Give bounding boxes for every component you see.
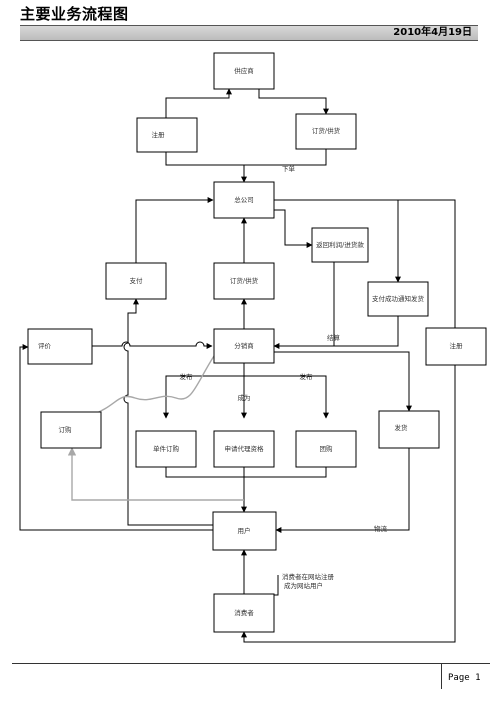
node-pay: 支付 — [105, 262, 167, 300]
edge-label-publish-left: 发布 — [180, 372, 194, 381]
svg-text:供应商: 供应商 — [234, 66, 254, 75]
node-order-supply-top: 订货/供货 — [295, 113, 357, 150]
svg-text:团购: 团购 — [320, 444, 334, 453]
node-consumer: 消费者 — [213, 593, 275, 633]
svg-text:申请代理资格: 申请代理资格 — [225, 444, 265, 453]
svg-text:发货: 发货 — [395, 423, 409, 432]
page-title: 主要业务流程图 — [20, 5, 129, 23]
date-bar: 2010年4月19日 — [20, 25, 478, 41]
node-user: 用户 — [212, 511, 277, 551]
svg-text:支付: 支付 — [130, 276, 144, 285]
node-order-supply-mid: 订货/供货 — [213, 262, 275, 300]
node-register-right: 注册 — [425, 327, 487, 366]
node-distributor: 分销商 — [213, 328, 275, 364]
node-ship: 发货 — [378, 410, 440, 449]
svg-text:返回利润/进货款: 返回利润/进货款 — [316, 240, 364, 249]
node-apply-agent: 申请代理资格 — [213, 430, 275, 468]
node-supplier: 供应商 — [213, 52, 275, 90]
node-order: 订购 — [40, 411, 102, 449]
node-single-order: 单件订购 — [135, 430, 197, 468]
svg-text:用户: 用户 — [238, 526, 251, 535]
svg-text:评价: 评价 — [38, 342, 52, 350]
svg-text:消费者: 消费者 — [234, 608, 254, 617]
svg-text:支付成功通知发货: 支付成功通知发货 — [372, 294, 425, 303]
svg-text:订货/供货: 订货/供货 — [312, 126, 341, 135]
edge-label-publish-right: 发布 — [300, 372, 314, 381]
svg-text:订货/供货: 订货/供货 — [230, 276, 259, 285]
edge-label-place-order: 下单 — [282, 164, 296, 173]
svg-text:总公司: 总公司 — [234, 195, 254, 204]
edge-label-become: 成为 — [238, 393, 251, 402]
svg-text:分销商: 分销商 — [234, 341, 254, 350]
page-number: Page 1 — [448, 673, 481, 683]
svg-text:订购: 订购 — [59, 425, 73, 434]
node-pay-notice: 支付成功通知发货 — [367, 281, 429, 317]
node-return-profit: 返回利润/进货款 — [311, 227, 369, 263]
svg-text:注册: 注册 — [450, 341, 464, 350]
consumer-note-line1: 消费者在网站注册 — [282, 572, 335, 581]
node-head-office: 总公司 — [213, 181, 275, 219]
footer-divider — [12, 663, 490, 664]
svg-text:注册: 注册 — [152, 130, 166, 139]
node-group-buy: 团购 — [295, 430, 357, 468]
svg-text:单件订购: 单件订购 — [153, 444, 180, 453]
node-review: 评价 — [27, 328, 93, 365]
edge-label-settle: 结算 — [327, 333, 341, 342]
node-register-top: 注册 — [136, 117, 198, 153]
consumer-note-line2: 成为网站用户 — [284, 581, 323, 590]
connectors — [19, 88, 456, 643]
date-text: 2010年4月19日 — [393, 27, 472, 38]
edge-label-logistics: 物流 — [374, 524, 388, 533]
footer-separator — [441, 663, 442, 689]
